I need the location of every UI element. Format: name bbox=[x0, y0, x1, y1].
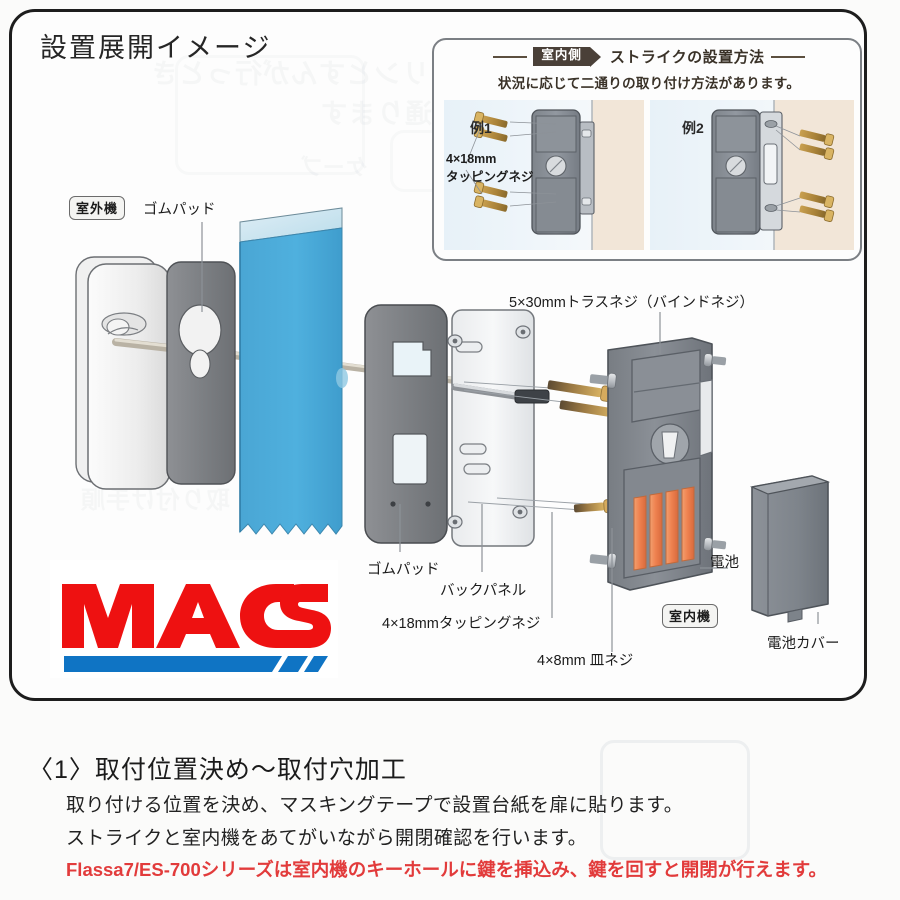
inset-example-1-scene bbox=[444, 100, 644, 250]
inset-screw-label-type: タッピングネジ bbox=[446, 170, 534, 184]
inset-rule-left bbox=[493, 55, 528, 58]
label-battery: 電池 bbox=[710, 555, 739, 571]
inset-example-2-label: 例2 bbox=[682, 120, 704, 136]
instruction-block: 〈1〉取付位置決め～取付穴加工 取り付ける位置を決め、マスキングテープで設置台紙… bbox=[0, 706, 900, 900]
inset-example-1-label: 例1 bbox=[470, 120, 492, 136]
body-mount-screws-graphic bbox=[589, 353, 727, 569]
strike-install-inset: 室内側 ストライクの設置方法 状況に応じて二通りの取り付け方法があります。 bbox=[432, 38, 862, 261]
inset-subtitle: 状況に応じて二通りの取り付け方法があります。 bbox=[497, 76, 801, 91]
exploded-diagram bbox=[75, 207, 831, 652]
macs-logo-underline bbox=[64, 656, 328, 672]
indoor-unit-graphic bbox=[589, 337, 727, 591]
macs-logo bbox=[50, 560, 338, 678]
instruction-line-1: 取り付ける位置を決め、マスキングテープで設置台紙を扉に貼ります。 bbox=[66, 795, 684, 816]
back-panel-graphic bbox=[447, 309, 550, 547]
rubber-pad-mid-graphic bbox=[364, 304, 448, 544]
inset-example-2-scene bbox=[650, 100, 854, 250]
outdoor-unit-graphic bbox=[75, 256, 171, 490]
instruction-line-2: ストライクと室内機をあてがいながら開閉確認を行います。 bbox=[66, 828, 588, 849]
battery-cover-graphic bbox=[749, 475, 831, 623]
leader-lines bbox=[201, 222, 819, 652]
step-heading: 〈1〉取付位置決め～取付穴加工 bbox=[28, 756, 407, 784]
inset-diagram bbox=[444, 100, 854, 250]
inset-header: 室内側 ストライクの設置方法 bbox=[434, 46, 860, 67]
instruction-line-3-highlight: Flassa7/ES-700シリーズは室内機のキーホールに鍵を挿込み、鍵を回すと… bbox=[66, 859, 827, 880]
inset-rule-right bbox=[770, 55, 805, 58]
panel-title: 設置展開イメージ bbox=[40, 33, 272, 63]
label-battery-cover: 電池カバー bbox=[767, 636, 840, 652]
label-tapping-screw: 4×18mmタッピングネジ bbox=[382, 616, 541, 632]
batteries-graphic bbox=[633, 486, 695, 571]
label-outdoor-unit: 室外機 bbox=[69, 196, 126, 220]
label-truss-screw: 5×30mmトラスネジ（バインドネジ） bbox=[509, 295, 755, 311]
label-indoor-unit: 室内機 bbox=[662, 604, 719, 628]
label-rubber-pad-left: ゴムパッド bbox=[143, 202, 216, 218]
illustration-panel: 設置展開イメージ bbox=[9, 9, 867, 701]
label-rubber-pad-mid: ゴムパッド bbox=[367, 562, 440, 578]
label-back-panel: バックパネル bbox=[440, 583, 527, 599]
macs-logo-wordmark bbox=[62, 584, 331, 648]
rubber-pad-left-graphic bbox=[166, 261, 236, 485]
inset-title: ストライクの設置方法 bbox=[609, 49, 765, 66]
label-flat-head-screw: 4×8mm 皿ネジ bbox=[537, 653, 634, 669]
inset-badge: 室内側 bbox=[533, 47, 601, 67]
door-graphic bbox=[239, 207, 348, 535]
inset-screw-label-size: 4×18mm bbox=[446, 152, 497, 166]
